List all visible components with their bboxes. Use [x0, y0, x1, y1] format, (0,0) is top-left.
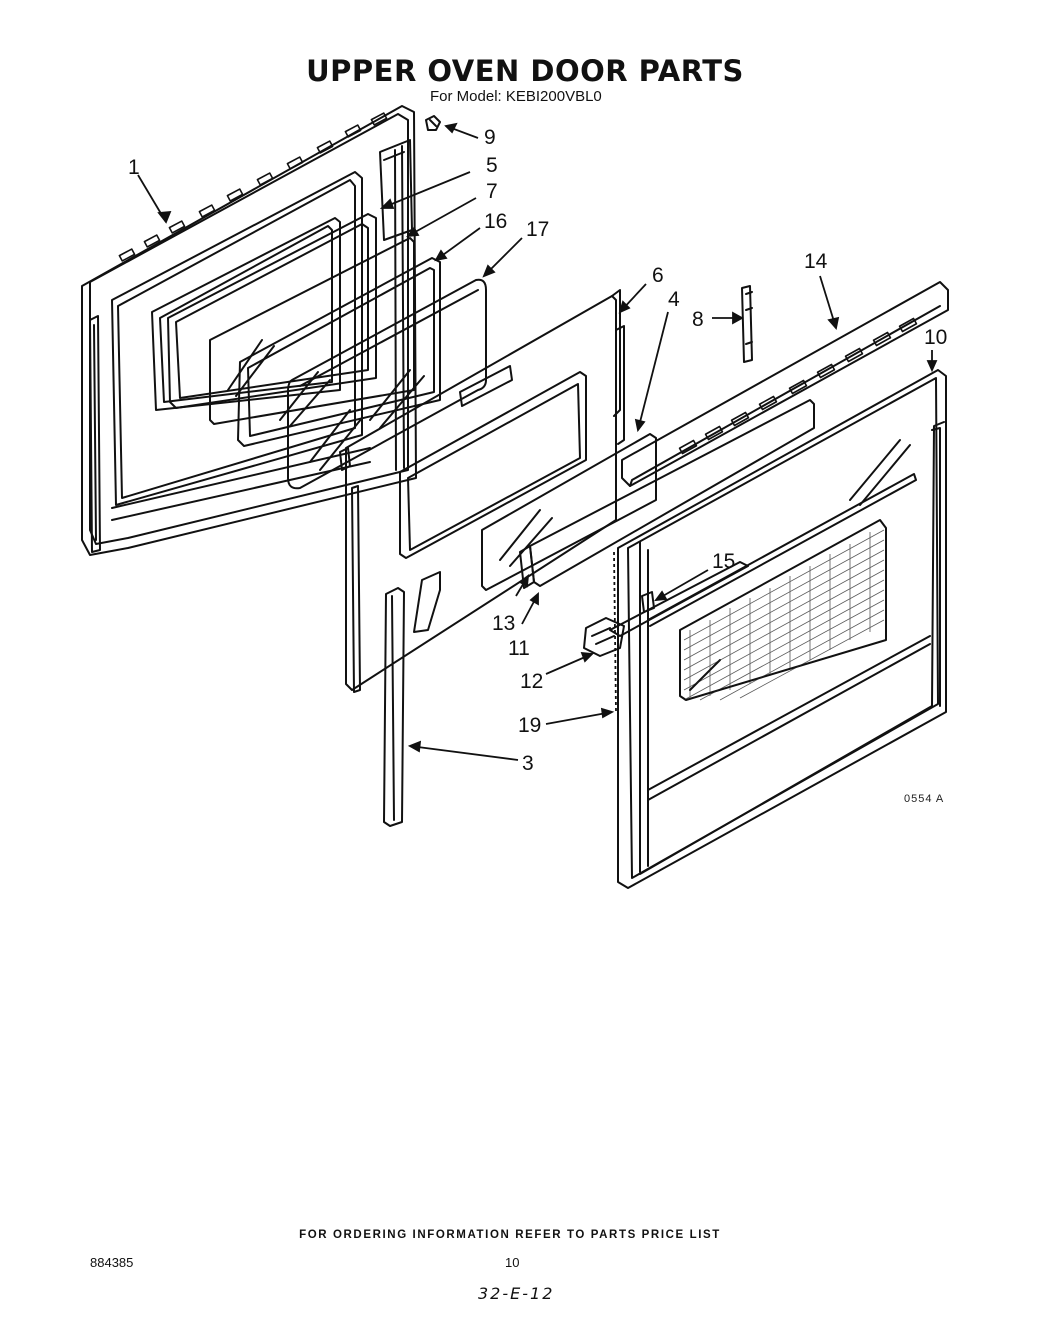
callout-13: 13	[492, 612, 515, 635]
diagram-code: 0554 A	[904, 793, 944, 805]
part-15-handle-rail	[609, 561, 749, 637]
part-5-gasket	[167, 213, 377, 409]
window-hatching	[683, 529, 885, 701]
page-title: UPPER OVEN DOOR PARTS	[306, 54, 744, 88]
part-3-side-trim	[383, 587, 405, 827]
part-11-13-vent-strip	[519, 399, 815, 589]
callout-19: 19	[518, 714, 541, 737]
handwritten-note: 32-E-12	[478, 1284, 555, 1303]
part-9-screw	[425, 115, 441, 131]
part-14-top-vent-trim	[621, 281, 949, 487]
part-10-outer-door-panel	[617, 369, 947, 889]
callout-9: 9	[484, 126, 496, 149]
model-subtitle: For Model: KEBI200VBL0	[430, 88, 602, 105]
document-number: 884385	[90, 1255, 134, 1270]
ordering-note: FOR ORDERING INFORMATION REFER TO PARTS …	[299, 1229, 721, 1241]
part-8-hinge-bracket	[741, 285, 753, 363]
callout-5: 5	[486, 154, 498, 177]
leader-lines	[137, 122, 938, 761]
callout-15: 15	[712, 550, 735, 573]
callout-16: 16	[484, 210, 507, 233]
part-12-handle-bracket	[583, 617, 625, 657]
part-7-inner-glass	[209, 237, 415, 425]
callout-14: 14	[804, 250, 828, 273]
callout-11: 11	[508, 637, 530, 660]
callout-12: 12	[520, 670, 543, 693]
callout-8: 8	[692, 308, 704, 331]
part-4-channel	[481, 433, 657, 591]
callout-1: 1	[128, 156, 140, 179]
part-6-door-frame-panel	[339, 289, 625, 693]
callout-4: 4	[668, 288, 680, 311]
callout-10: 10	[924, 326, 947, 349]
callout-6: 6	[652, 264, 664, 287]
callout-3: 3	[522, 752, 534, 775]
callout-7: 7	[486, 180, 498, 203]
part-17-outer-glass	[287, 278, 487, 490]
page-number: 10	[505, 1255, 520, 1270]
callout-17: 17	[526, 218, 549, 241]
